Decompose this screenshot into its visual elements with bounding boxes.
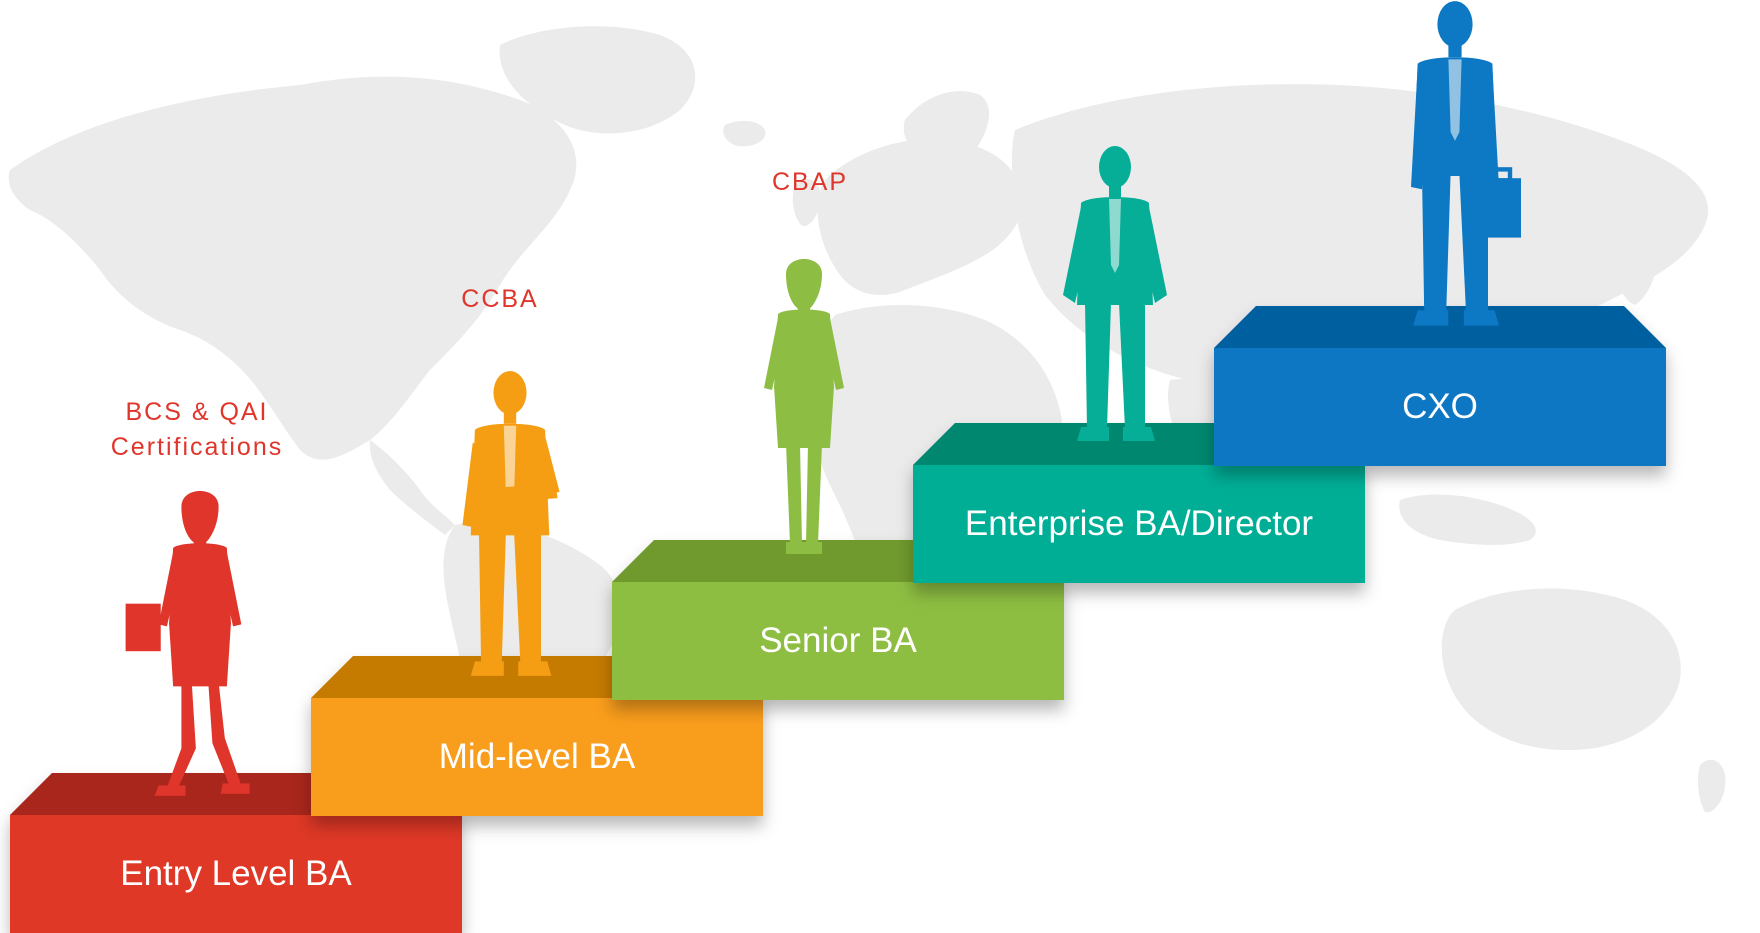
greenland-shape	[499, 26, 696, 134]
step-block-front	[612, 582, 1064, 700]
step-label-entry-level-ba: Entry Level BA	[120, 854, 352, 893]
step-label-cxo: CXO	[1402, 387, 1478, 426]
step-block-front	[10, 815, 462, 933]
new-zealand-shape	[1697, 759, 1726, 813]
step-label-enterprise-ba-director: Enterprise BA/Director	[964, 504, 1314, 543]
certification-line: CBAP	[771, 168, 849, 196]
standing-man-arms-crossed-icon	[462, 371, 560, 676]
step-block-front	[913, 465, 1365, 583]
australia-shape	[1441, 588, 1681, 751]
step-block	[913, 423, 1365, 583]
step-block	[1214, 306, 1666, 466]
step-block-front	[311, 698, 763, 816]
certification-label-cbap: CBAP	[720, 165, 900, 200]
step-block-front	[1214, 348, 1666, 466]
certification-label-ccba: CCBA	[410, 282, 590, 317]
step-label-senior-ba: Senior BA	[759, 621, 917, 660]
north-america-shape	[8, 76, 577, 460]
southeast-asia-shape	[1399, 494, 1536, 545]
step-block	[612, 540, 1064, 700]
british-isles-shape	[792, 179, 821, 227]
walking-woman-figure-icon	[125, 491, 250, 796]
scandinavia-shape	[903, 91, 990, 166]
certification-line: BCS & QAI	[125, 398, 269, 426]
certification-line: CCBA	[461, 285, 539, 313]
certification-line: Certifications	[110, 433, 284, 461]
step-block	[10, 773, 462, 933]
asia-shape	[1011, 84, 1709, 439]
certification-label-bcs-qai: BCS & QAI Certifications	[72, 395, 322, 465]
europe-shape	[817, 139, 1023, 295]
step-label-mid-level-ba: Mid-level BA	[438, 737, 636, 776]
standing-woman-figure-icon	[764, 259, 844, 554]
man-with-briefcase-icon	[1411, 1, 1521, 326]
man-hands-in-pockets-icon	[1063, 146, 1167, 441]
iceland-shape	[723, 120, 766, 147]
step-block-top	[1214, 306, 1666, 348]
japan-shape	[1615, 234, 1657, 305]
central-america-shape	[369, 440, 455, 535]
